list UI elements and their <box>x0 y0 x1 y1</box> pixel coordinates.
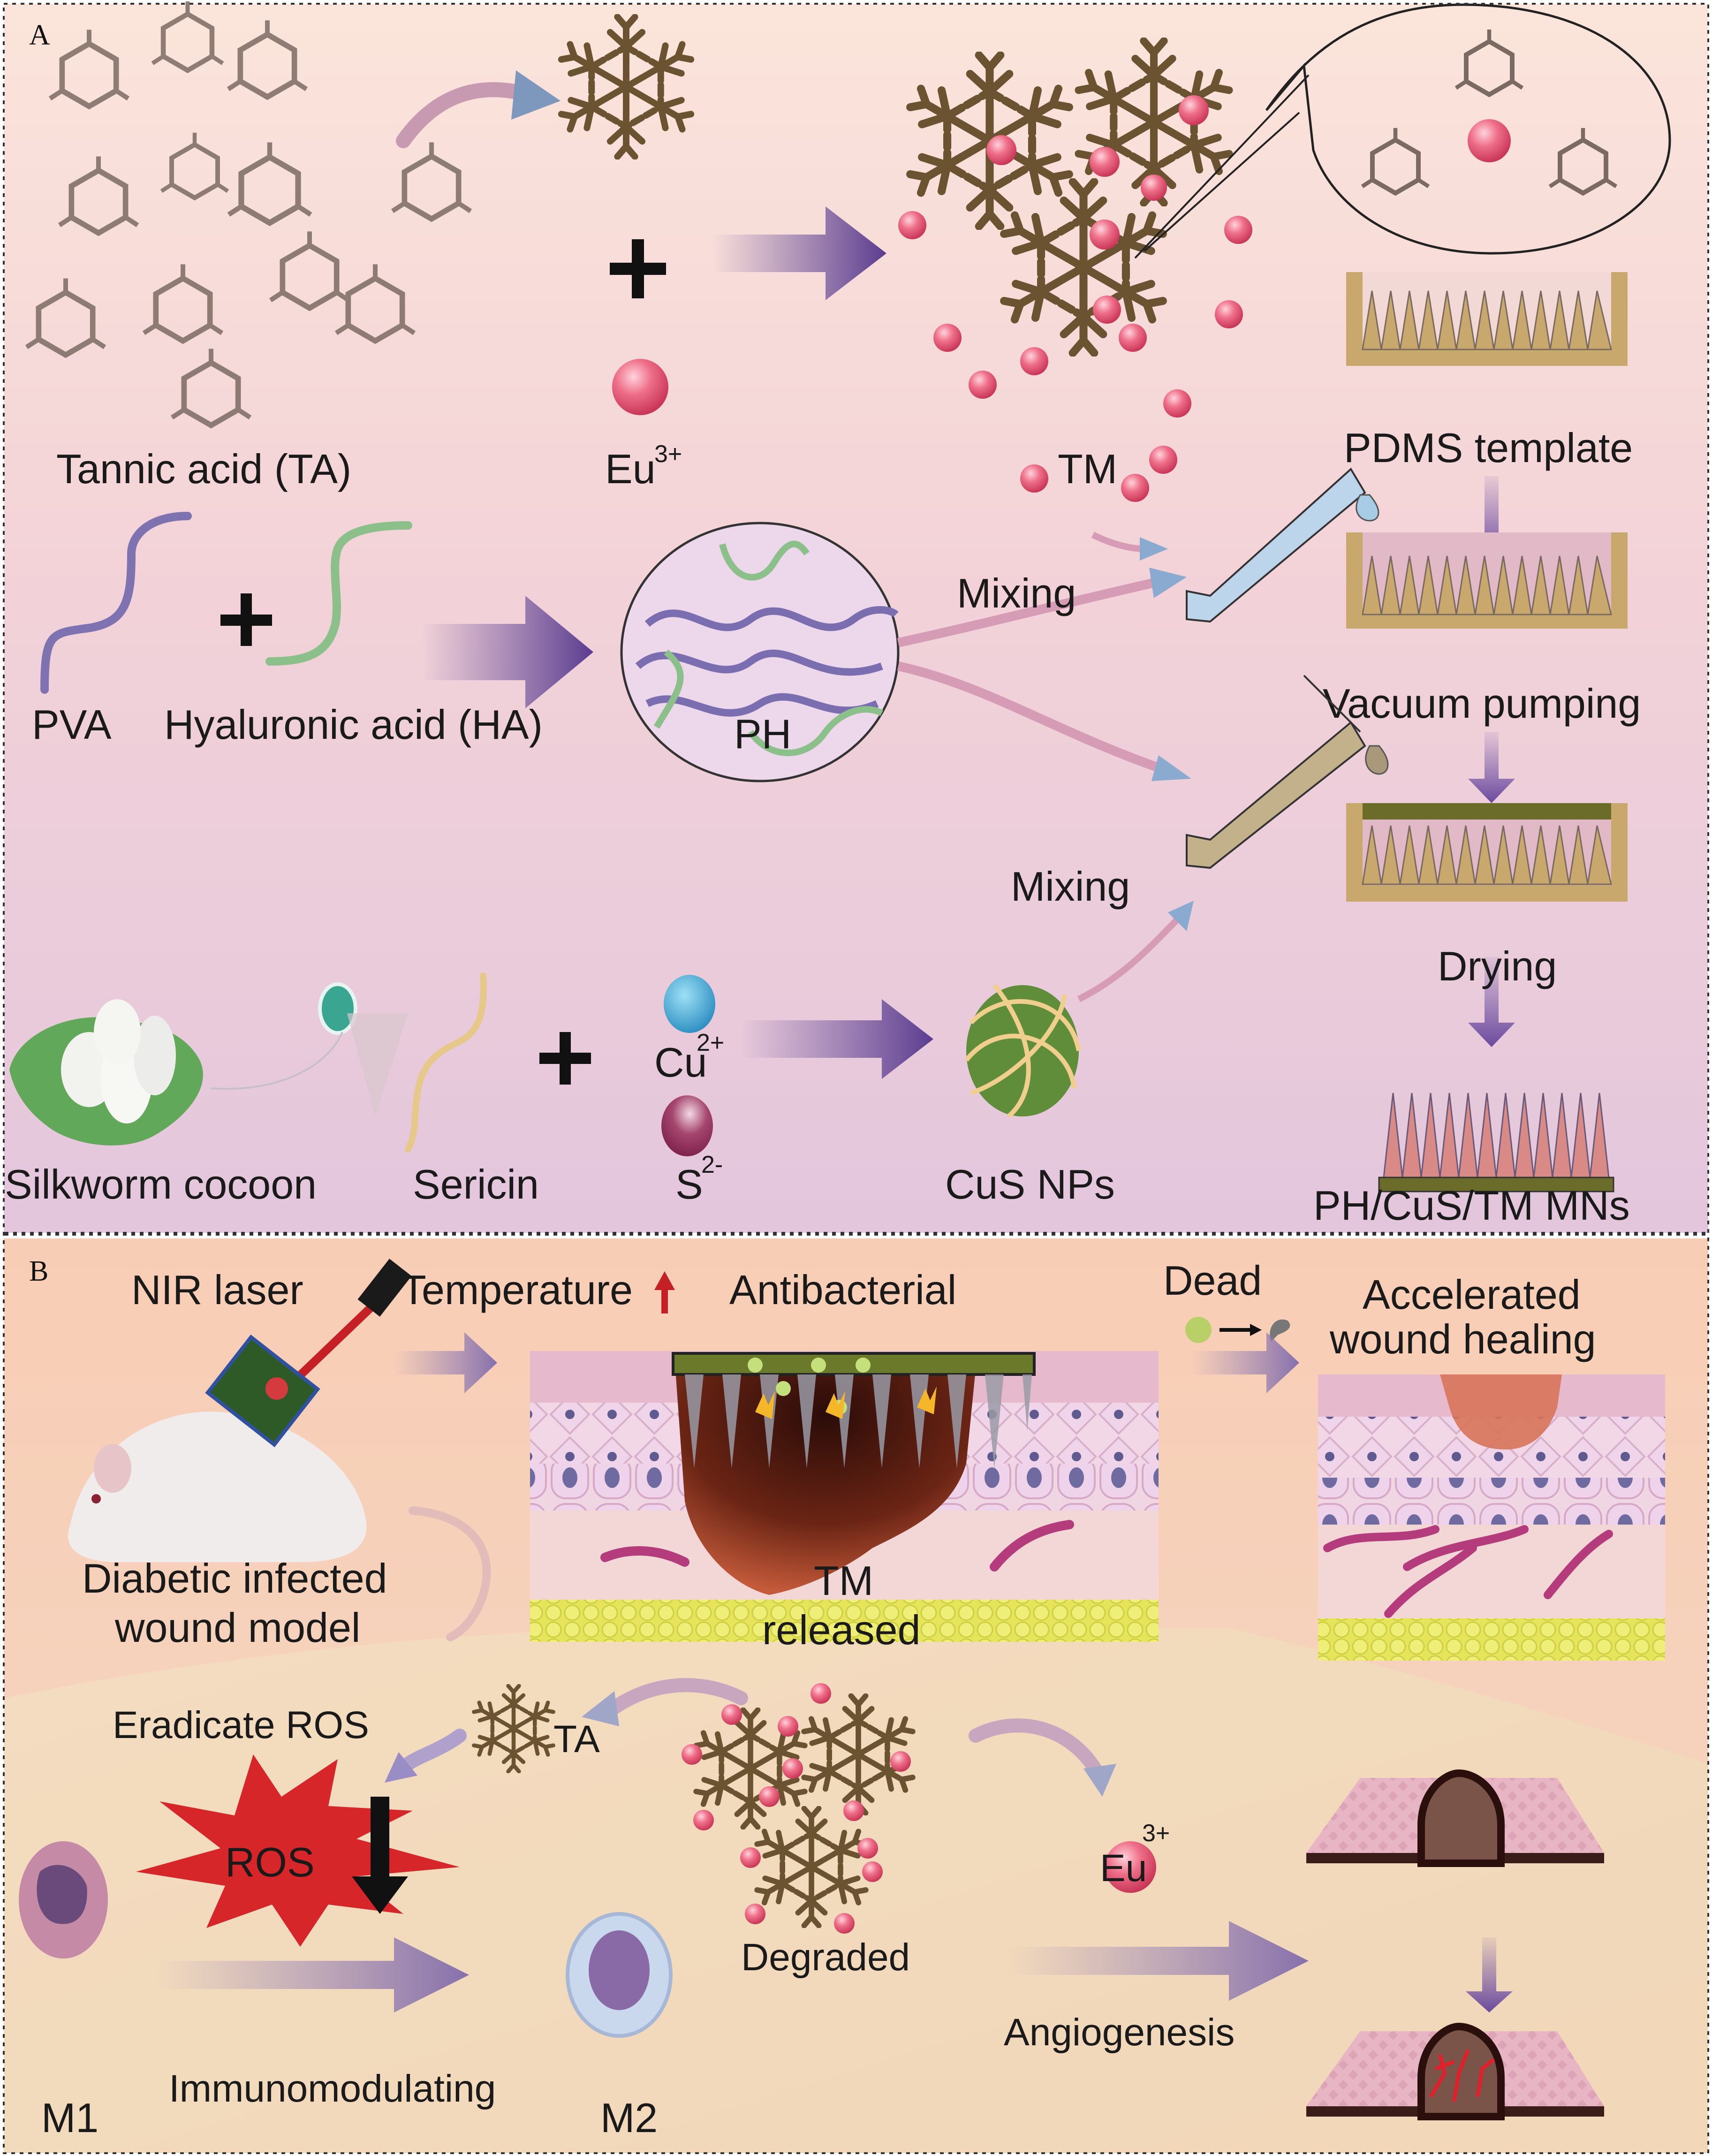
arrow-to-tm-icon <box>713 206 886 300</box>
pva-strand-icon <box>40 512 192 694</box>
silkworm-cocoon-icon <box>9 999 203 1146</box>
m1-label: M1 <box>41 2095 98 2141</box>
callout-pointer <box>1144 112 1300 252</box>
curved-arrow-icon <box>396 82 533 148</box>
panel-a-letter: A <box>29 19 50 51</box>
drying-label: Drying <box>1438 943 1557 989</box>
immunomodulating-label: Immunomodulating <box>169 2067 496 2110</box>
m2-label: M2 <box>600 2095 658 2141</box>
ha-strand-icon <box>265 521 412 666</box>
ros-label: ROS <box>225 1839 315 1885</box>
tm-label: TM <box>1058 446 1117 492</box>
arrow-to-wound-icon <box>394 1332 497 1393</box>
chelation-structure-icon <box>1362 30 1616 193</box>
eu-charge-label: 3+ <box>654 440 682 468</box>
s-ion-ball-icon <box>661 1095 713 1156</box>
accelerated-healing-label-line1: Accelerated <box>1363 1271 1581 1318</box>
ta-label: TA <box>553 1718 600 1761</box>
microneedle-patch-icon <box>1378 1093 1614 1192</box>
syringe-1-icon <box>1186 467 1379 623</box>
mixing-1-label: Mixing <box>957 570 1076 616</box>
angiogenesis-label: Angiogenesis <box>1004 2011 1235 2054</box>
pva-label: PVA <box>32 701 112 748</box>
cu-ion-label: Cu <box>654 1039 707 1086</box>
pdms-template-label: PDMS template <box>1344 425 1633 471</box>
vacuum-pumping-mold-icon <box>1346 532 1628 629</box>
mixing-arrow-3-icon <box>1077 912 1184 1002</box>
nir-laser-label: NIR laser <box>131 1267 303 1313</box>
healing-skin-section <box>1318 1374 1665 1661</box>
temperature-up-arrow-icon <box>654 1271 675 1313</box>
angiogenesis-arrow-icon <box>1008 1921 1309 2001</box>
wound-model-before-icon <box>1306 1769 1604 1867</box>
zoom-callout-bubble <box>1265 3 1671 255</box>
mixing-2-label: Mixing <box>1011 863 1130 910</box>
arrow-down-2-icon <box>1468 732 1515 803</box>
degraded-tm-cluster-icon <box>682 1683 916 1934</box>
sericin-magnify-icon <box>211 982 408 1116</box>
plus-icon <box>539 1032 591 1085</box>
arrow-down-healing-icon <box>1466 1937 1513 2012</box>
cu-charge-label: 2+ <box>697 1029 724 1056</box>
m1-macrophage-icon <box>19 1841 108 1959</box>
degraded-label: Degraded <box>741 1936 910 1979</box>
temperature-label: Temperature <box>401 1267 633 1313</box>
curved-arrow-to-ta-icon <box>607 1678 748 1715</box>
panel-b: B NIR laser Diabetic infected wound mode… <box>4 1238 1708 2153</box>
ph-network-icon <box>620 522 900 782</box>
arrow-to-healing-icon <box>1191 1332 1299 1393</box>
curved-arrow-head-icon <box>511 70 561 120</box>
diabetic-model-label-line1: Diabetic infected <box>82 1555 387 1602</box>
s-charge-label: 2- <box>701 1151 723 1178</box>
dead-label: Dead <box>1163 1257 1262 1304</box>
eu-ion-ball-b-icon <box>1105 1841 1156 1893</box>
pdms-template-icon <box>1346 272 1628 366</box>
sericin-strand-icon <box>405 972 487 1153</box>
sericin-label: Sericin <box>413 1161 539 1207</box>
drying-mold-icon <box>1346 803 1628 902</box>
arrow-down-3-icon <box>1468 957 1515 1047</box>
figure-border <box>3 3 1709 2154</box>
plus-icon <box>610 239 666 298</box>
arrow-to-cus-icon <box>741 999 933 1079</box>
m2-macrophage-icon <box>566 1912 673 2038</box>
dead-bacteria-icon <box>1185 1317 1290 1343</box>
syringe-2-icon <box>1186 675 1389 869</box>
eu-ion-label: Eu <box>605 446 656 492</box>
cu-ion-ball-icon <box>664 975 715 1033</box>
mouse-icon <box>68 1412 491 1641</box>
accelerated-healing-label-line2: wound healing <box>1329 1316 1596 1362</box>
arrow-to-ros-icon <box>401 1729 467 1771</box>
tm-released-label-line1: TM <box>814 1557 873 1604</box>
panel-a: A Tannic acid (TA) Eu <box>4 1 1708 1233</box>
eu-charge-b-label: 3+ <box>1142 1820 1170 1847</box>
tm-released-label-line2: released <box>762 1607 921 1653</box>
final-product-label: PH/CuS/TM MNs <box>1313 1182 1630 1229</box>
vacuum-pumping-label: Vacuum pumping <box>1323 680 1641 727</box>
mixing-arrow-2-icon <box>897 661 1165 774</box>
ph-label: PH <box>734 711 791 757</box>
eradicate-ros-label: Eradicate ROS <box>113 1704 369 1746</box>
mixing-arrow-1-icon <box>897 577 1160 647</box>
curved-arrow-to-eu-icon <box>969 1718 1105 1780</box>
wound-model-after-icon <box>1306 2022 1604 2120</box>
ros-burst-icon <box>136 1754 460 1947</box>
nir-laser-icon <box>205 1259 412 1448</box>
hyaluronic-acid-label: Hyaluronic acid (HA) <box>164 701 543 748</box>
arrow-to-ph-icon <box>422 596 593 708</box>
plus-icon <box>220 593 272 646</box>
cus-nps-label: CuS NPs <box>945 1161 1115 1207</box>
antibacterial-label: Antibacterial <box>729 1267 956 1313</box>
panel-b-letter: B <box>29 1255 48 1287</box>
immunomodulating-arrow-icon <box>155 1937 469 2012</box>
cus-nanoparticle-icon <box>964 983 1081 1118</box>
tannic-acid-label: Tannic acid (TA) <box>56 446 351 492</box>
eu-ion-b-label: Eu <box>1100 1847 1147 1890</box>
silkworm-cocoon-label: Silkworm cocoon <box>5 1161 317 1207</box>
microneedle-patch-applied-icon <box>672 1352 1036 1468</box>
tm-cluster-icon <box>898 41 1252 502</box>
diabetic-model-label-line2: wound model <box>114 1604 360 1651</box>
s-ion-label: S <box>675 1161 703 1207</box>
eu-ion-ball-icon <box>612 359 668 415</box>
